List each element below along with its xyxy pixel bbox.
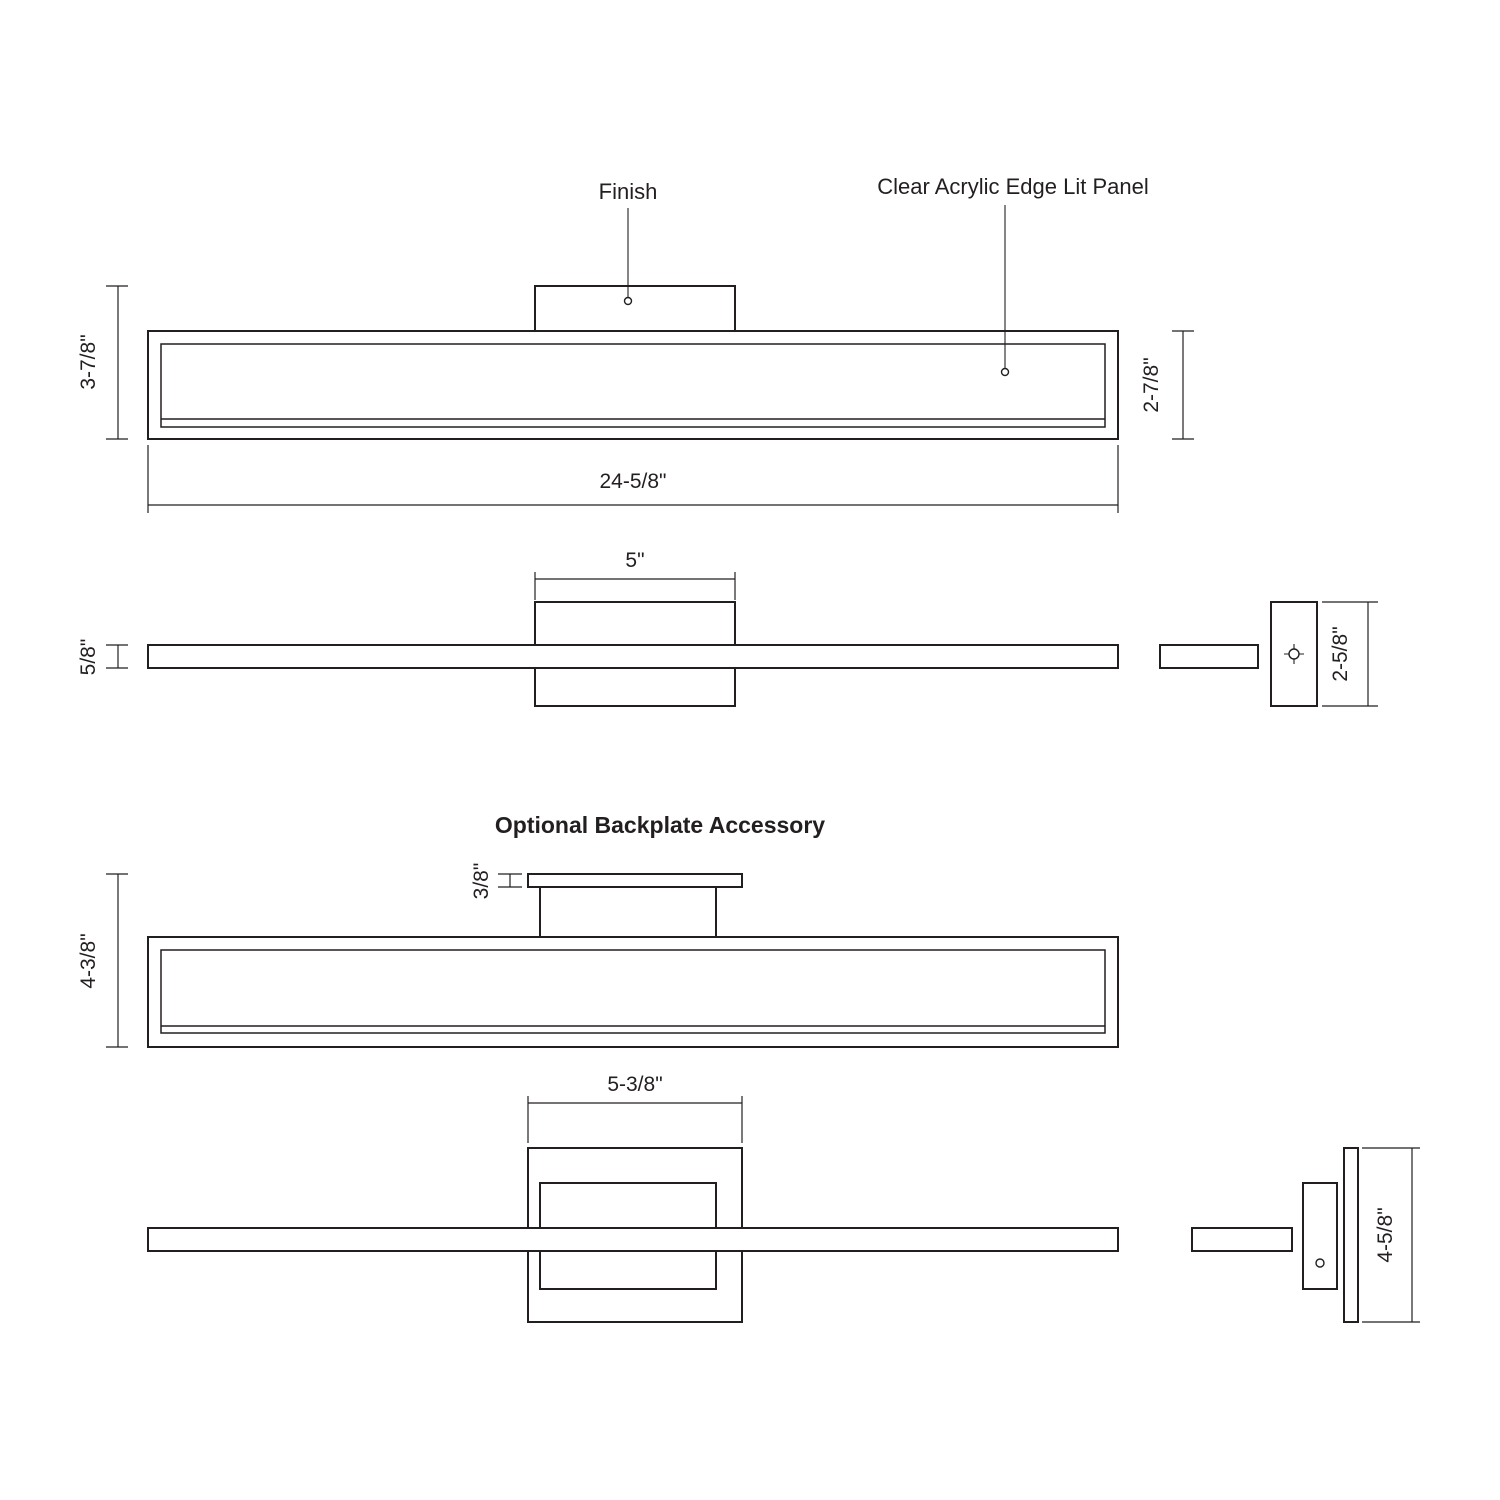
mounting-hole-icon (1288, 648, 1300, 660)
dim-text-accessory-overall-height: 4-3/8" (77, 933, 100, 988)
bar-side-accessory (1191, 1227, 1293, 1252)
dim-front-overall-height: 3-7/8" (77, 285, 128, 440)
bar-plan-accessory (147, 1227, 1119, 1252)
fixture-inner-frame (160, 343, 1106, 428)
canopy-side-accessory (1302, 1182, 1338, 1290)
bar-plan (147, 644, 1119, 669)
dim-canopy-width: 5" (534, 549, 736, 600)
dim-canopy-height: 2-5/8" (1322, 601, 1378, 707)
panel-callout: Clear Acrylic Edge Lit Panel (877, 174, 1149, 377)
dim-body-height: 2-7/8" (1140, 330, 1194, 440)
dim-text-body-height: 2-7/8" (1140, 357, 1163, 412)
panel-leader-dot-icon (1000, 367, 1010, 377)
backplate-side (1343, 1147, 1359, 1323)
bar-side (1159, 644, 1259, 669)
fixture-outer-frame (147, 330, 1119, 440)
backplate-edge-front (527, 873, 743, 888)
canopy-front (534, 285, 736, 332)
dim-backplate-thickness: 3/8" (470, 863, 522, 900)
dim-text-backplate-width: 5-3/8" (607, 1073, 662, 1096)
front-view (147, 285, 1119, 440)
side-view (1159, 601, 1318, 707)
finish-label: Finish (599, 179, 658, 204)
dim-text-canopy-height: 2-5/8" (1329, 626, 1352, 681)
dim-backplate-width: 5-3/8" (527, 1073, 743, 1143)
dim-text-front-overall-height: 3-7/8" (77, 334, 100, 389)
finish-leader-dot-icon (623, 296, 633, 306)
dim-bar-depth: 5/8" (77, 639, 128, 676)
section-heading: Optional Backplate Accessory (495, 812, 825, 838)
accessory-front-view (147, 873, 1119, 1048)
dim-accessory-overall-height: 4-3/8" (77, 873, 128, 1048)
accessory-plan-view (147, 1147, 1119, 1323)
plan-view (147, 601, 1119, 707)
dim-overall-width: 24-5/8" (147, 445, 1119, 513)
finish-callout: Finish (599, 179, 658, 306)
accessory-side-view (1191, 1147, 1359, 1323)
fixture-outer-frame-accessory (147, 936, 1119, 1048)
dim-backplate-height: 4-5/8" (1362, 1147, 1420, 1323)
dim-text-backplate-thickness: 3/8" (470, 863, 493, 900)
canopy-front-accessory (539, 886, 717, 938)
dim-text-overall-width: 24-5/8" (600, 470, 667, 493)
fixture-inner-frame-accessory (160, 949, 1106, 1034)
dim-text-bar-depth: 5/8" (77, 639, 100, 676)
panel-label: Clear Acrylic Edge Lit Panel (877, 174, 1148, 199)
dim-text-backplate-height: 4-5/8" (1374, 1207, 1397, 1262)
dim-text-canopy-width: 5" (625, 549, 644, 572)
mounting-hole-icon (1315, 1258, 1325, 1268)
